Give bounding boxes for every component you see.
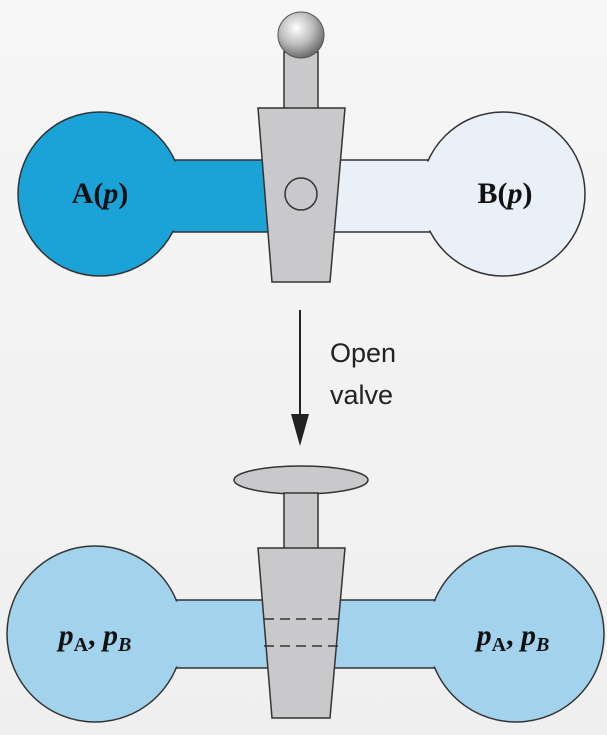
label-right-pressures: pA, pB — [474, 619, 550, 656]
bottom-assembly: pA, pB pA, pB — [6, 465, 605, 723]
arrow-caption-line1: Open — [330, 338, 396, 368]
label-b: B(p) — [477, 177, 532, 210]
valve-handle — [233, 465, 369, 495]
open-valve-arrow: Open valve — [291, 310, 396, 446]
valve-knob — [277, 11, 325, 59]
bulb-b — [319, 111, 586, 277]
valve-closed — [257, 51, 346, 283]
label-left-pressures: pA, pB — [56, 619, 132, 656]
arrow-caption-line2: valve — [330, 380, 393, 410]
valve-open — [233, 465, 369, 719]
arrow-head-icon — [291, 414, 309, 446]
top-assembly: A(p) B(p) — [17, 11, 586, 283]
label-a: A(p) — [72, 177, 129, 210]
bulb-a — [17, 111, 281, 277]
valve-bore — [284, 177, 318, 211]
